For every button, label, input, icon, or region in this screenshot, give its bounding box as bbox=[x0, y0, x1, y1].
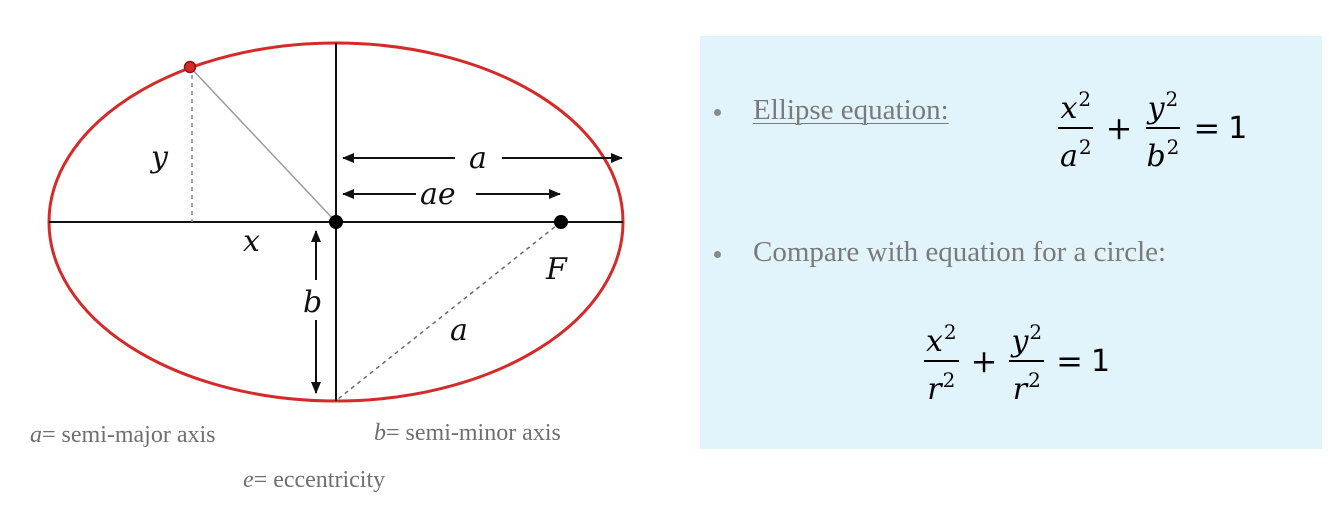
label-F: F bbox=[545, 252, 568, 287]
equation-panel: Ellipse equation: x2 a2 + y2 b2 = 1 Comp… bbox=[700, 36, 1322, 449]
radius-line bbox=[189, 66, 337, 223]
legend-semi-minor: b= semi-minor axis bbox=[374, 420, 561, 447]
legend-b-text: = semi-minor axis bbox=[386, 420, 561, 446]
label-b: b bbox=[303, 285, 322, 320]
equation-rhs: 1 bbox=[1090, 343, 1111, 379]
plus-sign: + bbox=[1105, 109, 1133, 147]
legend-semi-major: a= semi-major axis bbox=[30, 422, 216, 449]
fraction-y-over-r: y2 r2 bbox=[1009, 314, 1045, 408]
label-ae: ae bbox=[420, 177, 456, 212]
label-y: y bbox=[149, 140, 169, 175]
fraction-numerator: x2 bbox=[924, 314, 959, 362]
legend-e-text: = eccentricity bbox=[253, 467, 386, 493]
ellipse-diagram: a ae y x b F a bbox=[47, 41, 625, 403]
legend-a-text: = semi-major axis bbox=[42, 422, 216, 448]
fraction-denominator: r2 bbox=[927, 368, 956, 407]
fraction-numerator: y2 bbox=[1009, 314, 1045, 362]
point-on-ellipse bbox=[183, 60, 197, 74]
fraction-y-over-b: y2 b2 bbox=[1144, 81, 1181, 175]
focus-point bbox=[554, 215, 568, 229]
fraction-denominator: a2 bbox=[1060, 135, 1092, 174]
equals-sign: = bbox=[1056, 342, 1083, 380]
bullet-dot bbox=[714, 251, 721, 258]
legend-e-symbol: e bbox=[243, 467, 254, 493]
ellipse-equation: x2 a2 + y2 b2 = 1 bbox=[1054, 81, 1247, 175]
circle-equation: x2 r2 + y2 r2 = 1 bbox=[920, 314, 1110, 408]
equation-rhs: 1 bbox=[1228, 110, 1248, 146]
plus-sign: + bbox=[970, 342, 998, 380]
legend-a-symbol: a bbox=[30, 422, 42, 448]
legend-b-symbol: b bbox=[374, 420, 386, 446]
label-x: x bbox=[243, 224, 260, 259]
fraction-x-over-r: x2 r2 bbox=[924, 314, 959, 408]
fraction-denominator: b2 bbox=[1146, 135, 1180, 174]
center-point bbox=[329, 215, 343, 229]
fraction-numerator: x2 bbox=[1058, 81, 1094, 129]
fraction-x-over-a: x2 a2 bbox=[1058, 81, 1094, 175]
fraction-numerator: y2 bbox=[1145, 81, 1181, 129]
label-a-top: a bbox=[469, 141, 487, 176]
legend-eccentricity: e= eccentricity bbox=[243, 467, 385, 494]
bullet-ellipse-label: Ellipse equation: bbox=[753, 94, 949, 126]
focus-distance-dashed bbox=[337, 221, 562, 400]
fraction-denominator: r2 bbox=[1012, 368, 1041, 407]
label-a-diag: a bbox=[450, 313, 468, 348]
bullet-circle-label: Compare with equation for a circle: bbox=[753, 236, 1167, 268]
bullet-dot bbox=[714, 109, 721, 116]
equals-sign: = bbox=[1193, 109, 1221, 147]
